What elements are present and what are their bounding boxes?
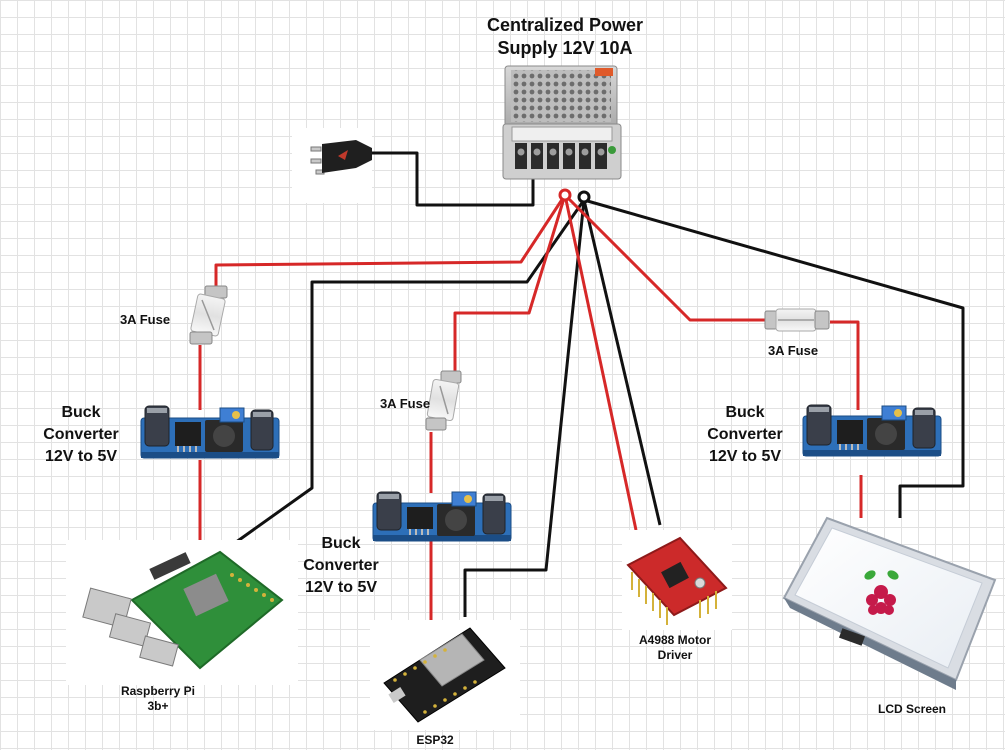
buck-label-left-line2: Converter bbox=[43, 426, 119, 443]
ac-cord-wire bbox=[370, 151, 535, 207]
fuse-left bbox=[189, 285, 228, 345]
wires bbox=[198, 151, 965, 622]
negative-wire-raspberry-pi bbox=[224, 199, 586, 552]
buck-label-left-line1: Buck bbox=[61, 404, 101, 421]
buck-label-right-line2: Converter bbox=[707, 426, 783, 443]
lcd-screen-label: LCD Screen bbox=[877, 702, 947, 716]
negative-wire-esp32 bbox=[463, 199, 586, 617]
buck-label-middle-line1: Buck bbox=[321, 535, 361, 552]
positive-terminal bbox=[558, 188, 572, 202]
buck-label-right: Buck Converter 12V to 5V bbox=[690, 402, 800, 468]
lcd-screen-device bbox=[782, 516, 997, 690]
motor-driver-label: A4988 Motor Driver bbox=[620, 633, 730, 663]
raspberry-pi-label-line1: Raspberry Pi bbox=[120, 684, 196, 698]
positive-wire-middle-fuse bbox=[453, 194, 567, 372]
positive-wire-left-fuse bbox=[214, 194, 567, 290]
power-supply-title: Centralized Power Supply 12V 10A bbox=[455, 14, 675, 60]
motor-driver-board bbox=[622, 530, 732, 630]
motor-driver-label-line1: A4988 Motor bbox=[638, 633, 712, 647]
buck-label-left-line3: 12V to 5V bbox=[44, 448, 118, 465]
buck-converter-middle bbox=[372, 491, 512, 542]
buck-label-left: Buck Converter 12V to 5V bbox=[26, 402, 136, 468]
power-supply bbox=[502, 65, 622, 180]
raspberry-pi-board bbox=[66, 540, 298, 685]
negative-wire-lcd bbox=[583, 198, 965, 518]
buck-label-middle-line2: Converter bbox=[303, 557, 379, 574]
buck-label-right-line1: Buck bbox=[725, 404, 765, 421]
motor-driver-label-line2: Driver bbox=[657, 648, 693, 662]
esp32-label: ESP32 bbox=[416, 733, 454, 747]
positive-wire-right-fuse bbox=[563, 193, 768, 322]
positive-wire-motor-driver bbox=[563, 194, 638, 531]
positive-wire-right-buck bbox=[830, 320, 860, 410]
buck-label-middle-line3: 12V to 5V bbox=[304, 579, 378, 596]
negative-terminal bbox=[577, 190, 591, 204]
ac-plug bbox=[292, 128, 372, 203]
buck-converter-right bbox=[802, 404, 942, 457]
fuse-label-middle: 3A Fuse bbox=[379, 396, 431, 411]
fuse-label-left: 3A Fuse bbox=[119, 312, 171, 327]
buck-label-right-line3: 12V to 5V bbox=[708, 448, 782, 465]
raspberry-pi-label: Raspberry Pi 3b+ bbox=[108, 684, 208, 714]
power-supply-title-line2: Supply 12V 10A bbox=[497, 38, 633, 58]
fuse-middle bbox=[425, 370, 462, 431]
raspberry-pi-label-line2: 3b+ bbox=[147, 699, 169, 713]
negative-wire-motor-driver bbox=[582, 199, 662, 526]
power-supply-title-line1: Centralized Power bbox=[486, 15, 644, 35]
raspberry-logo bbox=[864, 570, 899, 615]
buck-converter-left bbox=[140, 405, 280, 459]
buck-label-middle: Buck Converter 12V to 5V bbox=[286, 533, 396, 599]
esp32-board bbox=[370, 620, 520, 730]
fuse-label-right: 3A Fuse bbox=[767, 343, 819, 358]
fuse-right bbox=[764, 308, 830, 332]
